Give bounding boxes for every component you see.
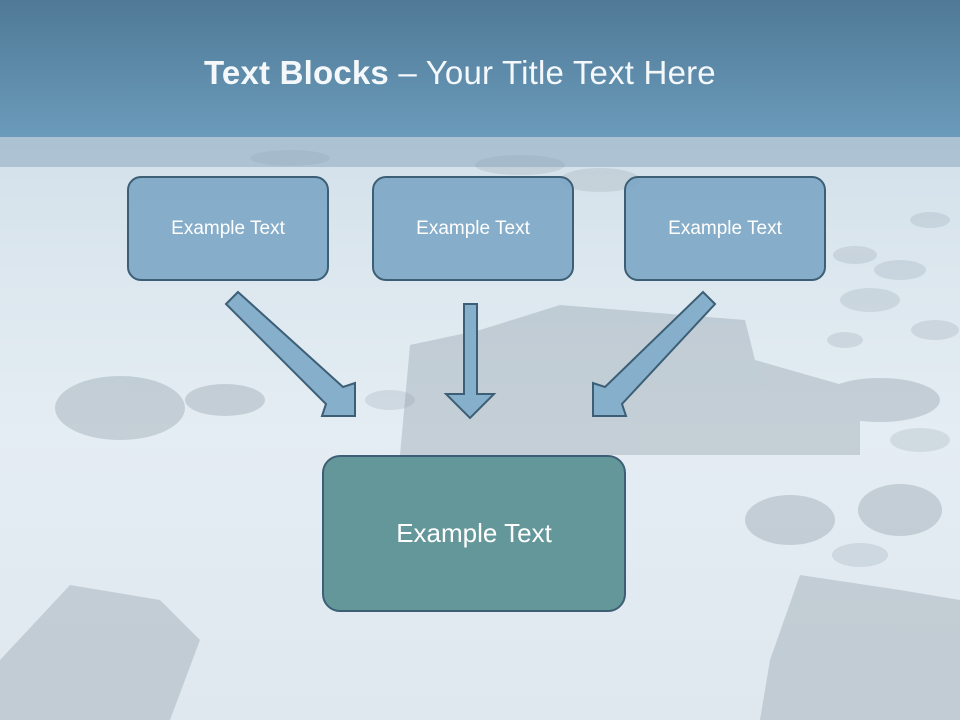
text-block-right: Example Text xyxy=(624,176,826,281)
text-block-left: Example Text xyxy=(127,176,329,281)
text-block-result: Example Text xyxy=(322,455,626,612)
slide-title-rest: Your Title Text Here xyxy=(425,54,716,91)
text-block-center: Example Text xyxy=(372,176,574,281)
text-block-left-label: Example Text xyxy=(171,217,285,239)
slide-title-bold: Text Blocks xyxy=(204,54,389,91)
text-block-center-label: Example Text xyxy=(416,217,530,239)
title-bar xyxy=(0,0,960,137)
slide-title: Text Blocks – Your Title Text Here xyxy=(204,54,716,92)
title-bar-underlay xyxy=(0,137,960,167)
text-block-right-label: Example Text xyxy=(668,217,782,239)
text-block-result-label: Example Text xyxy=(396,518,552,548)
slide-title-dash: – xyxy=(389,54,426,91)
